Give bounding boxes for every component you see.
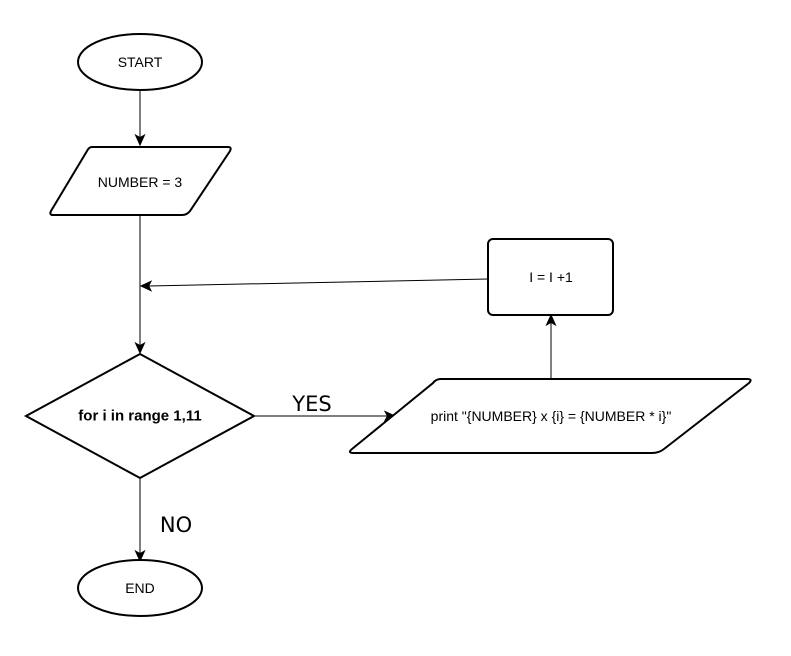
assign-node: NUMBER = 3 [49,146,232,216]
no-label: NO [160,513,192,537]
start-node: START [77,33,203,91]
start-node-label: START [118,54,163,70]
print-node-label: print "{NUMBER} x {i} = {NUMBER * i}" [431,408,672,424]
end-node-label: END [125,580,155,596]
edge-start-to-assign [134,91,146,147]
yes-label: YES [291,392,331,416]
loop-decision-label: for i in range 1,11 [78,408,201,425]
print-node: print "{NUMBER} x {i} = {NUMBER * i}" [348,378,752,454]
edge-assign-to-loop [134,216,146,355]
increment-node: I = I +1 [487,238,614,316]
loop-decision-node: for i in range 1,11 [23,352,257,480]
end-node: END [77,559,203,617]
assign-node-label: NUMBER = 3 [98,174,183,190]
edge-increment-to-loop [139,278,489,292]
edge-loop-to-end [134,479,146,563]
edge-print-to-increment [545,313,557,378]
increment-node-label: I = I +1 [529,269,573,285]
